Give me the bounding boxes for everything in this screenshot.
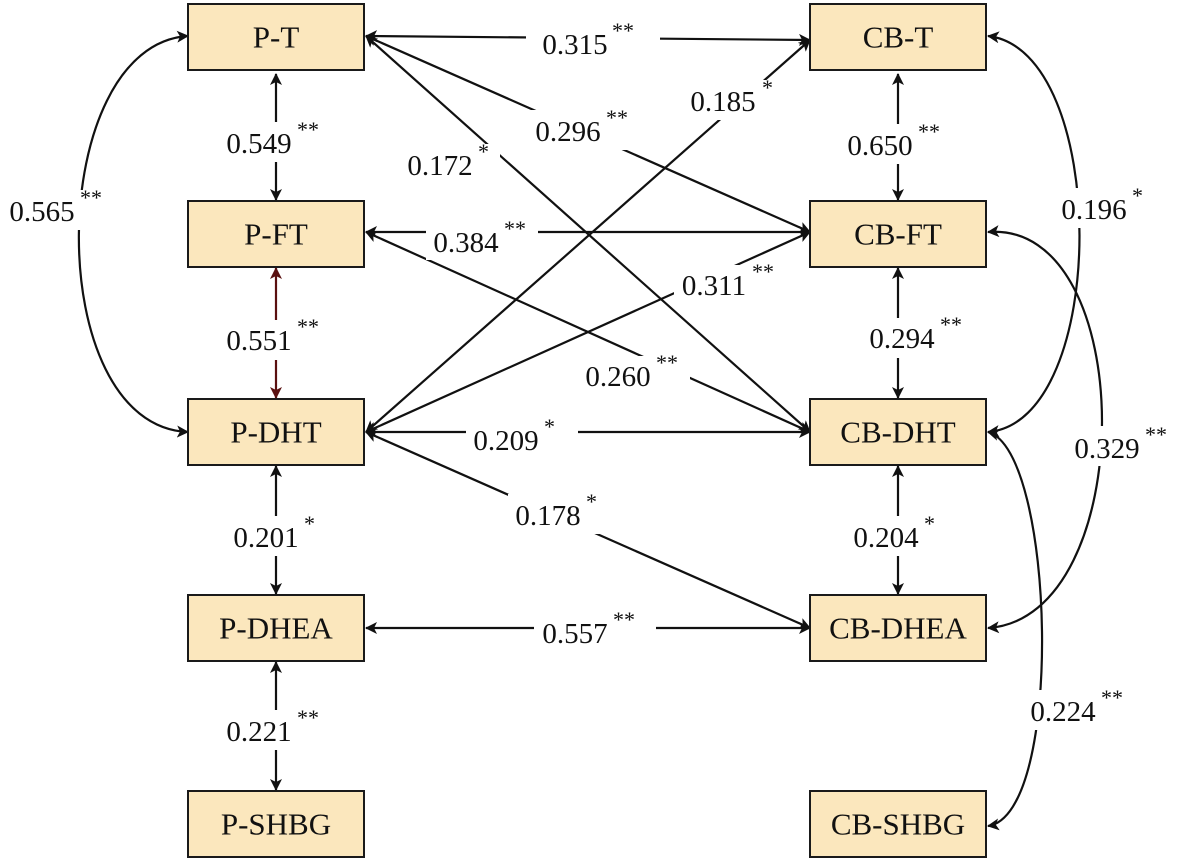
node-p-dht: P-DHT — [187, 398, 365, 466]
node-p-shbg: P-SHBG — [187, 790, 365, 858]
nodes: P-T P-FT P-DHT P-DHEA P-SHBG CB-T CB-FT — [187, 3, 987, 858]
coef-cbdht-cbshbg: 0.224 — [1030, 696, 1096, 728]
edge-pt-pdht — [77, 30, 189, 438]
sig-pt-pdht: ** — [80, 185, 102, 210]
coef-pdht-cbdht: 0.209 — [473, 425, 538, 457]
edge-label-pdht-pdhea: 0.201 * — [224, 511, 334, 556]
sig-pt-cbft: ** — [606, 105, 628, 130]
sig-pdhea-pshbg: ** — [297, 705, 319, 730]
edge-label-pt-pdht: 0.565 ** — [2, 185, 120, 230]
sig-pdht-cbt: * — [762, 75, 773, 100]
node-p-t-label: P-T — [253, 20, 300, 55]
coef-cbt-cbft: 0.650 — [847, 130, 912, 162]
sig-pt-cbt: ** — [612, 18, 634, 43]
node-cb-shbg-label: CB-SHBG — [831, 807, 965, 842]
coef-cbt-cbdht: 0.196 — [1061, 194, 1126, 226]
sig-cbft-cbdht: ** — [940, 312, 962, 337]
node-cb-t-label: CB-T — [863, 20, 934, 55]
node-p-dhea: P-DHEA — [187, 594, 365, 662]
edge-label-pt-pft: 0.549 ** — [214, 117, 364, 162]
coef-pt-pdht: 0.565 — [9, 196, 74, 228]
coef-pdhea-cbdhea: 0.557 — [542, 618, 607, 650]
edge-label-pdhea-pshbg: 0.221 ** — [214, 705, 364, 750]
edge-label-pt-cbft: 0.296 ** — [528, 105, 640, 150]
coef-pft-cbdht: 0.260 — [585, 361, 650, 393]
node-p-ft: P-FT — [187, 200, 365, 268]
node-p-dhea-label: P-DHEA — [219, 611, 333, 646]
coef-pft-pdht: 0.551 — [226, 325, 291, 357]
coef-cbdht-cbdhea: 0.204 — [853, 522, 919, 554]
edge-label-pdht-cbdht: 0.209 * — [466, 414, 578, 460]
edge-label-cbdht-cbshbg: 0.224 ** — [1024, 685, 1138, 730]
coef-pt-cbt: 0.315 — [542, 29, 607, 61]
sig-cbt-cbdht: * — [1132, 183, 1143, 208]
coef-pdht-cbt: 0.185 — [690, 86, 755, 118]
node-p-ft-label: P-FT — [244, 217, 308, 252]
sig-pdht-pdhea: * — [304, 511, 315, 536]
sig-pft-pdht: ** — [297, 314, 319, 339]
edge-cbt-cbdht — [987, 31, 1081, 438]
edge-label-pt-cbt: 0.315 ** — [526, 18, 660, 62]
node-cb-t: CB-T — [809, 3, 987, 71]
edge-label-pt-cbdht: 0.172 * — [400, 139, 500, 184]
node-cb-ft-label: CB-FT — [854, 217, 942, 252]
edge-label-cbt-cbft: 0.650 ** — [836, 119, 982, 164]
edge-label-cbft-cbdhea: 0.329 ** — [1066, 422, 1178, 466]
sig-pdht-cbdht: * — [544, 414, 555, 439]
edge-label-pdhea-cbdhea: 0.557 ** — [534, 607, 656, 654]
sig-pdhea-cbdhea: ** — [613, 607, 635, 632]
node-cb-dht: CB-DHT — [809, 398, 987, 466]
sig-pt-cbdht: * — [478, 139, 489, 164]
sig-cbft-cbdhea: ** — [1145, 422, 1167, 447]
coef-pdht-pdhea: 0.201 — [233, 522, 298, 554]
edge-label-cbdht-cbdhea: 0.204 * — [846, 511, 956, 556]
edge-label-pdht-cbdhea: 0.178 * — [508, 489, 608, 534]
node-p-dht-label: P-DHT — [230, 415, 321, 450]
edge-cbft-cbdhea — [987, 225, 1103, 634]
edge-label-cbft-cbdht: 0.294 ** — [858, 312, 980, 358]
coef-pt-pft: 0.549 — [226, 128, 291, 160]
node-cb-ft: CB-FT — [809, 200, 987, 268]
sig-cbdht-cbshbg: ** — [1101, 685, 1123, 710]
edge-label-pft-pdht: 0.551 ** — [214, 314, 364, 360]
coef-pt-cbdht: 0.172 — [407, 150, 472, 182]
sig-pt-pft: ** — [297, 117, 319, 142]
node-cb-shbg: CB-SHBG — [809, 790, 987, 858]
node-cb-dhea-label: CB-DHEA — [829, 611, 967, 646]
sig-cbt-cbft: ** — [918, 119, 940, 144]
edge-cbdht-cbshbg — [987, 429, 1044, 831]
edge-label-cbt-cbdht: 0.196 * — [1052, 183, 1152, 228]
edge-label-pft-cbft: 0.384 ** — [426, 216, 538, 260]
coef-pt-cbft: 0.296 — [535, 116, 600, 148]
coef-cbft-cbdhea: 0.329 — [1074, 433, 1139, 465]
sig-pft-cbft: ** — [504, 216, 526, 241]
node-p-shbg-label: P-SHBG — [221, 807, 331, 842]
node-cb-dht-label: CB-DHT — [840, 415, 955, 450]
edge-label-pdht-cbt: 0.185 * — [684, 75, 784, 120]
node-cb-dhea: CB-DHEA — [809, 594, 987, 662]
coef-pdht-cbft: 0.311 — [682, 270, 746, 302]
sig-pft-cbdht: ** — [656, 350, 678, 375]
sig-cbdht-cbdhea: * — [924, 511, 935, 536]
node-p-t: P-T — [187, 3, 365, 71]
coef-pdht-cbdhea: 0.178 — [515, 500, 580, 532]
sig-pdht-cbdhea: * — [586, 489, 597, 514]
coef-pdhea-pshbg: 0.221 — [226, 716, 291, 748]
edge-labels: 0.315 ** 0.549 ** 0.565 ** 0.296 ** 0.17… — [2, 18, 1178, 750]
edge-label-pdht-cbft: 0.311 ** — [674, 259, 786, 303]
coef-cbft-cbdht: 0.294 — [869, 323, 935, 355]
coef-pft-cbft: 0.384 — [433, 227, 499, 259]
edge-label-pft-cbdht: 0.260 ** — [578, 350, 690, 396]
edge-pft-cbdht — [365, 230, 811, 434]
sig-pdht-cbft: ** — [752, 259, 774, 284]
